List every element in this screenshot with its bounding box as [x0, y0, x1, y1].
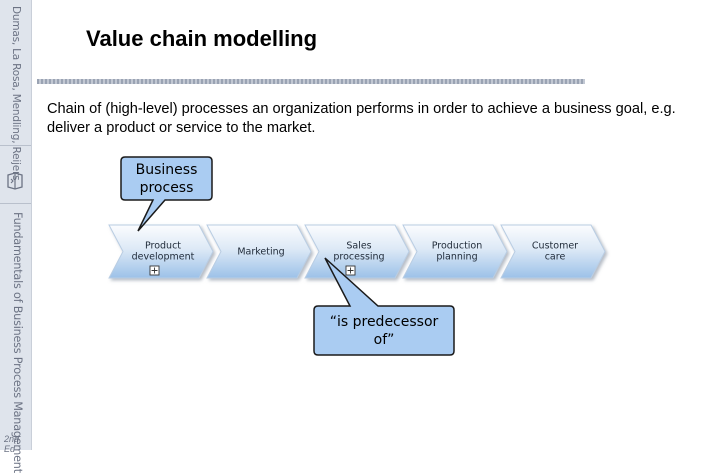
callout-business-line2: process — [139, 180, 194, 196]
title-underline — [37, 79, 585, 84]
plus-icon — [151, 267, 158, 274]
value-chain-step-label: care — [545, 252, 566, 263]
value-chain-step[interactable] — [108, 224, 214, 279]
value-chain-step-label: Customer — [532, 241, 578, 252]
value-chain-step-label: processing — [333, 252, 384, 263]
value-chain-step-label: Production — [432, 241, 483, 252]
callout-business-text: Business process — [121, 161, 212, 197]
callout-business-process — [120, 156, 213, 232]
sidebar-edition: 2nd Ed — [4, 434, 20, 454]
value-chain-step-label: Product — [145, 241, 181, 252]
sidebar: Dumas, La Rosa, Mendling, Reijers Fundam… — [0, 0, 32, 473]
callout-predecessor-line2: of” — [373, 332, 395, 348]
slide-title: Value chain modelling — [86, 26, 318, 51]
callout-predecessor-line1: “is predecessor — [329, 314, 439, 330]
value-chain-step-label: Marketing — [237, 247, 284, 258]
plus-icon — [347, 267, 354, 274]
value-chain-step[interactable] — [402, 224, 508, 279]
value-chain-step[interactable] — [206, 224, 312, 279]
callout-business-line1: Business — [135, 162, 198, 178]
callout-predecessor-text: “is predecessor of” — [314, 313, 454, 349]
sidebar-divider — [0, 145, 31, 146]
value-chain-step[interactable] — [500, 224, 606, 279]
book-icon — [7, 172, 23, 190]
value-chain-step-label: Sales — [346, 241, 371, 252]
slide-body-text: Chain of (high-level) processes an organ… — [47, 101, 676, 136]
sidebar-divider — [0, 203, 31, 204]
value-chain-step-label: planning — [436, 252, 477, 263]
callout-predecessor — [313, 257, 455, 356]
value-chain-step-label: development — [132, 252, 195, 263]
